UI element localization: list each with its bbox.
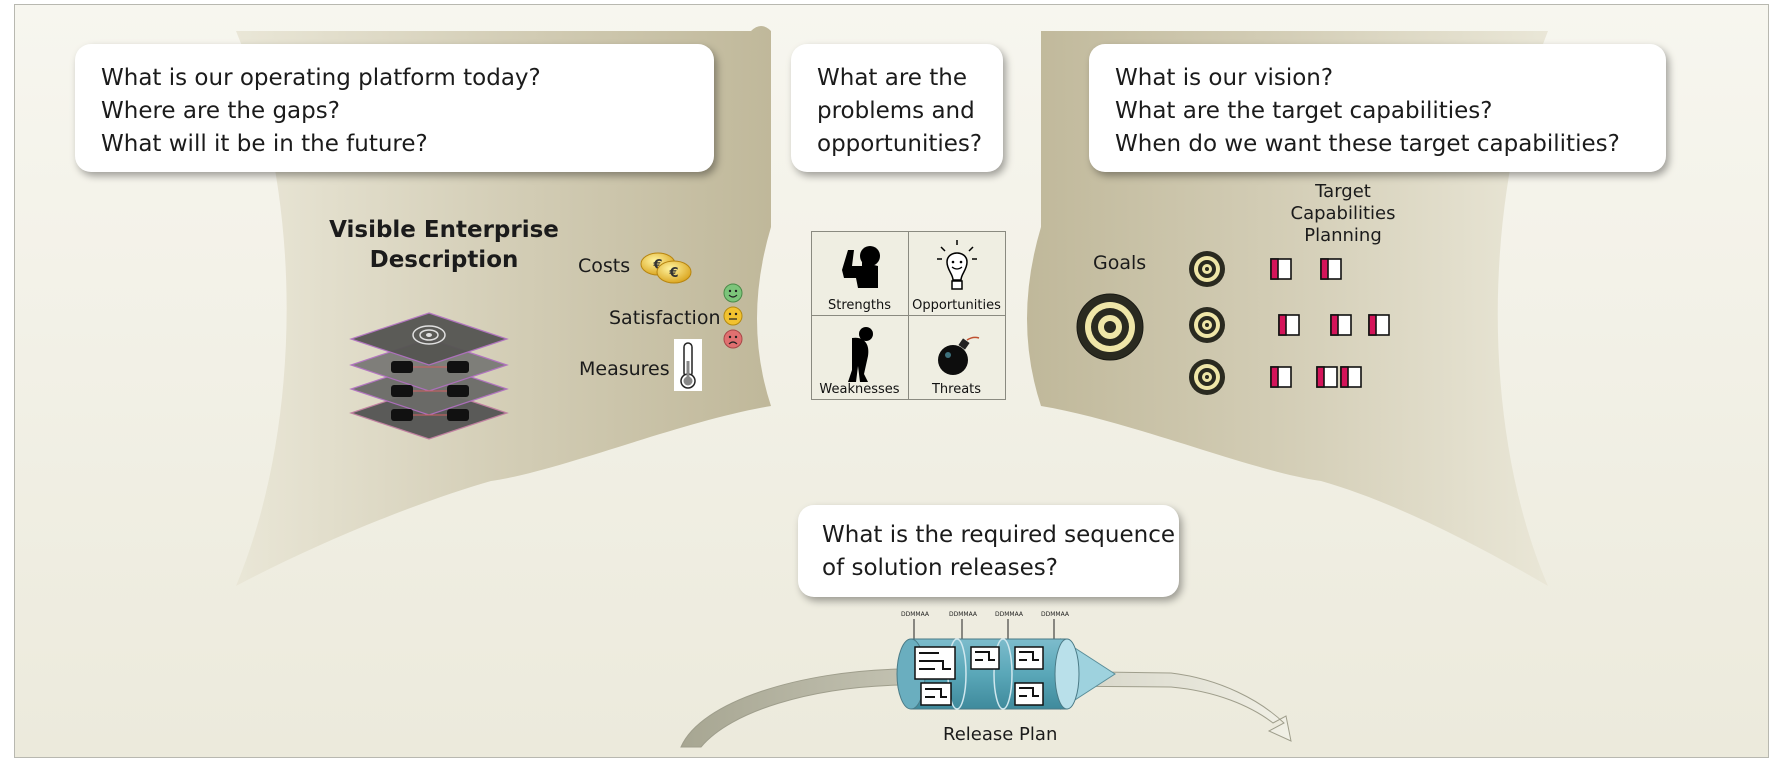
smiley-neutral-icon <box>723 306 743 326</box>
diagram-frame: What is our operating platform today? Wh… <box>14 4 1769 758</box>
strength-icon <box>841 245 880 288</box>
planning-title-line-2: Capabilities <box>1290 203 1396 224</box>
sequence-line-2: of solution releases? <box>822 555 1058 581</box>
planning-title-line-1: Target <box>1315 181 1371 202</box>
swot-strengths: Strengths <box>810 230 909 316</box>
problems-line-2: problems and <box>817 98 975 124</box>
enterprise-title-line-1: Visible Enterprise <box>329 217 559 243</box>
smiley-happy-icon <box>723 283 743 303</box>
current-state-line-2: Where are the gaps? <box>101 98 340 124</box>
svg-text:€: € <box>668 266 678 281</box>
capability-box-row-1 <box>1270 258 1342 280</box>
smiley-sad-icon <box>723 329 743 349</box>
swot-opportunities: Opportunities <box>907 230 1006 316</box>
small-target-icon-3 <box>1189 359 1225 395</box>
small-target-icon-2 <box>1189 307 1225 343</box>
release-arrow <box>680 668 1292 748</box>
lightbulb-icon <box>936 239 977 290</box>
costs-label: Costs <box>578 255 631 277</box>
swot-grid: Strengths Opportunities <box>810 230 1006 400</box>
vision-line-3: When do we want these target capabilitie… <box>1115 131 1620 157</box>
current-state-line-1: What is our operating platform today? <box>101 65 541 91</box>
release-date-1: DDMMAA <box>901 611 930 618</box>
sequence-bubble: What is the required sequence of solutio… <box>798 505 1179 597</box>
release-date-4: DDMMAA <box>1041 611 1070 618</box>
enterprise-title-line-2: Description <box>369 247 519 273</box>
enterprise-title: Visible Enterprise Description <box>319 215 569 275</box>
capability-box-row-3 <box>1270 366 1362 388</box>
swot-threats-label: Threats <box>931 381 982 397</box>
vision-line-2: What are the target capabilities? <box>1115 98 1493 124</box>
svg-text:€: € <box>652 258 662 273</box>
bomb-icon <box>937 336 979 375</box>
problems-bubble: What are the problems and opportunities? <box>791 44 1003 172</box>
current-state-bubble: What is our operating platform today? Wh… <box>75 44 714 172</box>
swot-threats: Threats <box>907 314 1006 400</box>
swot-weaknesses: Weaknesses <box>810 314 909 400</box>
swot-opportunities-label: Opportunities <box>912 297 1001 313</box>
capability-matrix <box>1189 251 1390 395</box>
weakness-icon <box>847 326 873 382</box>
problems-line-3: opportunities? <box>817 131 983 157</box>
current-state-line-3: What will it be in the future? <box>101 131 428 157</box>
release-plan-label: Release Plan <box>943 724 1058 745</box>
planning-title-line-3: Planning <box>1304 225 1382 246</box>
swot-strengths-label: Strengths <box>827 297 891 313</box>
vision-bubble: What is our vision? What are the target … <box>1089 44 1666 172</box>
planning-title: Target Capabilities Planning <box>1283 181 1403 247</box>
release-date-3: DDMMAA <box>995 611 1024 618</box>
swot-weaknesses-label: Weaknesses <box>819 381 900 397</box>
sequence-line-1: What is the required sequence <box>822 522 1175 548</box>
problems-line-1: What are the <box>817 65 967 91</box>
layered-architecture-icon <box>349 312 509 440</box>
thermometer-icon <box>674 339 702 391</box>
small-target-icon-1 <box>1189 251 1225 287</box>
satisfaction-label: Satisfaction <box>609 307 721 329</box>
measures-label: Measures <box>579 358 670 380</box>
target-icon <box>1076 293 1144 361</box>
capability-box-row-2 <box>1278 314 1390 336</box>
vision-line-1: What is our vision? <box>1115 65 1334 91</box>
goals-label: Goals <box>1093 252 1147 274</box>
euro-coins-icon: € € <box>640 252 692 284</box>
release-arrow-icon: DDMMAA DDMMAA DDMMAA DDMMAA <box>896 611 1116 710</box>
release-date-2: DDMMAA <box>949 611 978 618</box>
smiley-stack <box>723 283 743 349</box>
